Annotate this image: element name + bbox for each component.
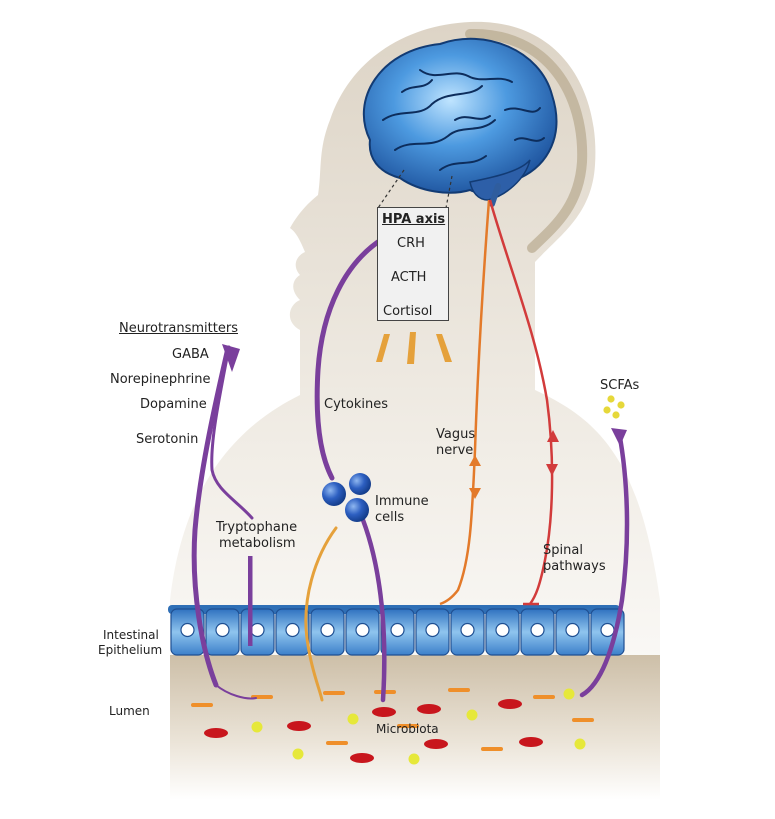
cell-nucleus	[460, 622, 475, 638]
cortisol-release-arrows	[376, 332, 452, 364]
scfas-pathway	[579, 428, 630, 698]
immune-cells-label-line1: Immune	[375, 494, 429, 509]
cell-nucleus	[565, 622, 580, 638]
vagus-nerve-label-line1: Vagus	[436, 427, 476, 442]
spinal-pathways-label-line2: pathways	[543, 559, 606, 574]
cell-nucleus	[285, 622, 300, 638]
cell-nucleus	[495, 622, 510, 638]
immune-cells-label-line2: cells	[375, 510, 405, 525]
hpa-acth-label: ACTH	[391, 270, 427, 285]
neurotransmitter-pathway	[191, 344, 257, 700]
hpa-axis-box	[377, 207, 449, 321]
scfa-molecules	[603, 395, 625, 419]
immune-orange-pathway	[304, 526, 338, 702]
neurotransmitter-gaba: GABA	[172, 347, 209, 362]
hpa-connector-left	[377, 169, 405, 209]
hpa-cortisol-label: Cortisol	[383, 304, 433, 319]
brain-illustration	[362, 37, 558, 207]
microbiota	[191, 688, 594, 765]
neurotransmitter-dopamine: Dopamine	[140, 397, 207, 412]
cell-nucleus	[530, 622, 545, 638]
cell-nucleus	[355, 622, 370, 638]
hpa-crh-label: CRH	[397, 236, 425, 251]
hpa-axis-title: HPA axis	[382, 212, 446, 227]
cell-nucleus	[250, 622, 265, 638]
cell-nucleus	[425, 622, 440, 638]
cell-nucleus	[600, 622, 615, 638]
intestinal-epithelium-label-line1: Intestinal	[103, 628, 159, 642]
microbiota-label: Microbiota	[376, 722, 439, 736]
scfas-label: SCFAs	[600, 378, 640, 393]
spinal-pathways-label-line1: Spinal	[543, 543, 583, 558]
neurotransmitters-title: Neurotransmitters	[119, 321, 238, 336]
tryptophane-label-line1: Tryptophane	[216, 520, 298, 535]
intestinal-epithelium	[168, 605, 625, 656]
cytokines-label: Cytokines	[324, 397, 388, 412]
neurotransmitter-norepinephrine: Norepinephrine	[110, 372, 211, 387]
immune-cells	[322, 473, 371, 522]
cell-nucleus	[215, 622, 230, 638]
cell-nucleus	[320, 622, 335, 638]
tryptophane-label-line2: metabolism	[219, 536, 296, 551]
cell-nucleus	[180, 622, 195, 638]
immune-to-lumen-pathway	[360, 517, 387, 703]
intestinal-epithelium-label-line2: Epithelium	[98, 643, 163, 657]
vagus-nerve-pathway	[439, 199, 491, 606]
lumen-label: Lumen	[109, 704, 150, 718]
spinal-pathway	[488, 199, 559, 606]
vagus-nerve-label-line2: nerve	[436, 443, 474, 458]
neurotransmitter-serotonin: Serotonin	[136, 432, 199, 447]
cell-nucleus	[390, 622, 405, 638]
